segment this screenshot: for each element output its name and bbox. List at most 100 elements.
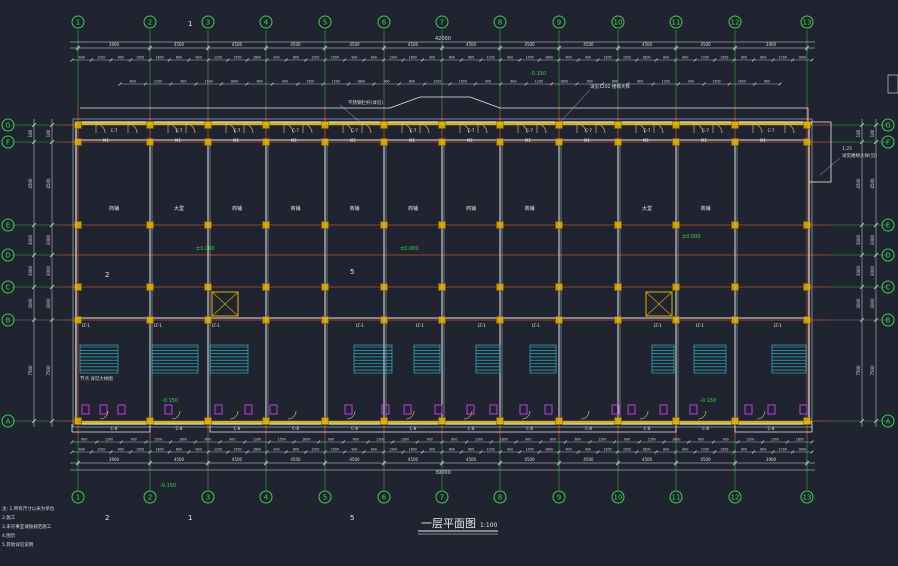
dim-bottom-fine-label-29: 1800 (642, 448, 650, 452)
dim-bottom-fine-tick-19 (440, 450, 444, 454)
dim-right-tick-6 (859, 418, 865, 424)
window-tag-top-3: C-7 (292, 128, 299, 133)
axis-label-col-2-bottom: 2 (148, 494, 152, 502)
dim-bottom-fine-2-label-3: 1500 (154, 438, 162, 442)
dim-top-fine-label-32: 1200 (701, 56, 709, 60)
dim-bottom-fine-2-tick-27 (736, 440, 740, 444)
dim-top-fine-label-35: 600 (760, 56, 766, 60)
axis-label-row-A-left: A (6, 418, 11, 426)
dim-top-bays-label-4: 4500 (349, 42, 360, 47)
axis-bubble-col-9-top (552, 15, 566, 29)
door-top-0-0 (95, 123, 106, 134)
dim-top-fine-2-tick-1 (143, 82, 148, 86)
dim-bottom-fine-2-label-15: 600 (451, 438, 457, 442)
dim-top-fine-tick-26 (576, 58, 581, 62)
dim-right-2-label-3: 3000 (870, 265, 875, 276)
stair-outline-8 (693, 344, 727, 374)
dim-left-2-tick-3 (49, 252, 55, 258)
door-top-7-1 (536, 123, 547, 134)
dim-top-fine-2-tick-22 (676, 82, 681, 86)
dim-bottom-fine-2-label-16: 1200 (475, 438, 483, 442)
dim-top-fine-label-26: 900 (585, 56, 591, 60)
dim-right-2-tick-1 (873, 139, 879, 145)
dim-right-2-tick-0 (873, 122, 879, 128)
fixture-15 (611, 404, 620, 415)
dim-bottom-fine-tick-5 (167, 450, 172, 454)
axis-label-col-5-bottom: 5 (323, 494, 327, 502)
fixture-4 (214, 404, 223, 415)
dim-top-fine-2-tick-20 (625, 82, 630, 86)
dim-bottom-fine-tick-8 (226, 450, 230, 454)
axis-bubble-col-7-top (435, 15, 449, 29)
axis-bubble-col-11-top (669, 15, 683, 29)
dim-bottom-fine-2-label-2: 900 (131, 438, 137, 442)
stair-2: LT-1 (209, 323, 249, 374)
door-top-3-1 (302, 123, 313, 134)
dim-bottom-fine-2-tick-5 (193, 440, 198, 444)
dim-bottom-fine-label-17: 1800 (409, 448, 417, 452)
column-3-E (204, 221, 212, 229)
dim-top-fine-2-label-13: 1500 (459, 80, 467, 84)
leader-top-1 (339, 104, 361, 123)
dim-bottom-fine-2-tick-10 (316, 440, 321, 444)
stair-4: LT-1 (413, 323, 441, 374)
dim-bottom-fine-2-tick-22 (612, 440, 617, 444)
axis-bubble-col-7-bottom (435, 490, 449, 504)
dim-top-fine-label-24: 1800 (545, 56, 553, 60)
axis-label-col-10-bottom: 10 (614, 494, 623, 502)
dim-bottom-bays-label-5: 4500 (408, 457, 419, 462)
dim-left-2-label-2: 3000 (46, 234, 51, 245)
dim-right-tick-5 (859, 317, 865, 323)
dim-top-fine-tick-6 (187, 58, 191, 62)
dim-top-fine-2-tick-10 (372, 82, 376, 86)
dim-left-2-label-0: 180 (46, 129, 51, 137)
column-10-E (614, 221, 622, 229)
dim-bottom-fine-label-28: 1500 (623, 448, 631, 452)
column-12-G (731, 121, 739, 129)
dim-right-2-label-5: 7500 (870, 365, 875, 376)
window-tag-bottom-8: C-8 (585, 426, 592, 431)
dim-bottom-fine-2-tick-3 (144, 440, 148, 444)
door-top-6-0 (459, 123, 470, 134)
elevation-bottom: -0.150 (160, 483, 176, 489)
window-tag-bottom-0: C-8 (111, 426, 118, 431)
window-tag-top-0: C-7 (111, 128, 118, 133)
dim-bottom-fine-tick-10 (265, 450, 269, 454)
building-walls (71, 96, 832, 433)
window-tag-bottom-3: C-8 (292, 426, 299, 431)
stair-3: LT-1 (353, 323, 393, 374)
dim-bottom-fine-2-label-26: 900 (723, 438, 729, 442)
note-1: 注: 1.所有尺寸以米为单位 (2, 505, 55, 512)
door-tag-10: M1 (701, 138, 707, 143)
dim-bottom-fine-2-tick-11 (341, 440, 346, 444)
dim-top-fine-2-label-9: 1800 (357, 80, 365, 84)
door-tag-1: M1 (175, 138, 181, 143)
axis-label-col-4-bottom: 4 (264, 494, 269, 502)
dim-bottom-fine-tick-25 (557, 450, 561, 454)
dim-right-2-label-1: 4500 (870, 178, 875, 189)
column-1-B (74, 316, 82, 324)
axis-bubble-col-10-bottom (611, 490, 625, 504)
dim-top-bays-label-10: 4500 (700, 42, 711, 47)
dim-top-bays-label-5: 4500 (408, 42, 419, 47)
column-11-B (672, 316, 680, 324)
dim-top-fine-2-label-7: 1200 (306, 80, 314, 84)
room-label-0: 商铺 (109, 205, 119, 212)
dim-bottom-fine-2-label-13: 1500 (401, 438, 409, 442)
dim-bottom-fine-tick-37 (790, 450, 795, 454)
dim-top-bays-label-1: 4500 (174, 42, 185, 47)
axis-bubble-row-G-right (881, 118, 895, 132)
axis-bubble-col-11-bottom (669, 490, 683, 504)
dim-bottom-fine-2-tick-4 (168, 440, 173, 444)
structural-columns (74, 121, 811, 425)
dim-bottom-fine-label-4: 1800 (156, 448, 164, 452)
elevator-shaft-0 (211, 291, 239, 317)
dim-bottom-fine-2-label-17: 1800 (500, 438, 508, 442)
axis-bubble-col-10-top (611, 15, 625, 29)
dim-top-fine-2-tick-3 (194, 82, 198, 86)
column-12-F (731, 138, 739, 146)
fixture-13 (519, 404, 528, 415)
dim-bottom-fine-label-26: 900 (585, 448, 591, 452)
column-6-A (380, 417, 388, 425)
dim-bottom-fine-2-label-11: 600 (353, 438, 359, 442)
